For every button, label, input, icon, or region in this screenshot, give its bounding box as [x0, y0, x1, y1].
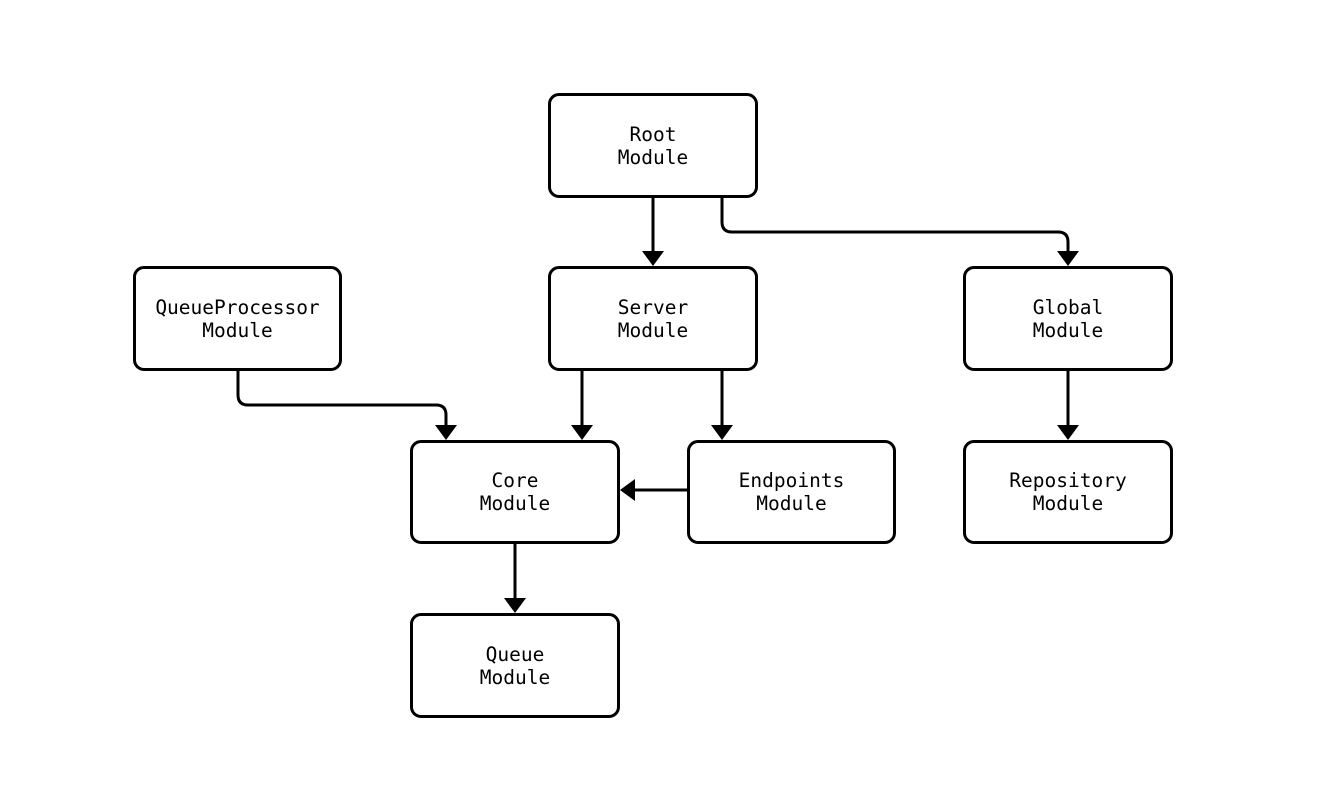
arrowhead-server-to-core — [571, 425, 593, 440]
node-server-label: Server — [617, 295, 689, 319]
arrowhead-server-to-endpoints — [711, 425, 733, 440]
node-repository[interactable]: Repository Module — [963, 440, 1173, 544]
node-global-sublabel: Module — [1032, 318, 1104, 342]
node-global-label: Global — [1032, 295, 1104, 319]
node-queueprocessor-sublabel: Module — [202, 318, 273, 342]
node-server-sublabel: Module — [617, 318, 689, 342]
node-queue[interactable]: Queue Module — [410, 613, 620, 718]
node-queue-sublabel: Module — [479, 665, 551, 689]
node-core[interactable]: Core Module — [410, 440, 620, 544]
node-repository-label: Repository — [1009, 469, 1127, 492]
arrowhead-root-to-global — [1057, 251, 1079, 266]
node-queueprocessor[interactable]: QueueProcessor Module — [133, 266, 342, 371]
node-core-label: Core — [491, 469, 539, 492]
node-endpoints-label: Endpoints — [738, 469, 845, 492]
node-endpoints-sublabel: Module — [756, 492, 827, 515]
node-global[interactable]: Global Module — [963, 266, 1173, 371]
arrowhead-endpoints-to-core — [620, 479, 635, 501]
node-core-sublabel: Module — [479, 492, 551, 515]
node-queue-label: Queue — [485, 642, 545, 666]
node-root-sublabel: Module — [617, 145, 689, 169]
node-server[interactable]: Server Module — [548, 266, 758, 371]
node-queueprocessor-label: QueueProcessor — [155, 295, 320, 319]
node-endpoints[interactable]: Endpoints Module — [687, 440, 896, 544]
arrowhead-root-to-server — [642, 251, 664, 266]
arrowhead-queueprocessor-to-core — [435, 425, 457, 440]
node-root-label: Root — [629, 122, 677, 146]
arrowhead-global-to-repository — [1057, 425, 1079, 440]
edge-root-to-global — [720, 198, 1070, 252]
arrowhead-core-to-queue — [504, 598, 526, 613]
node-repository-sublabel: Module — [1032, 492, 1104, 515]
node-root[interactable]: Root Module — [548, 93, 758, 198]
edge-queueprocessor-to-core — [236, 371, 448, 426]
